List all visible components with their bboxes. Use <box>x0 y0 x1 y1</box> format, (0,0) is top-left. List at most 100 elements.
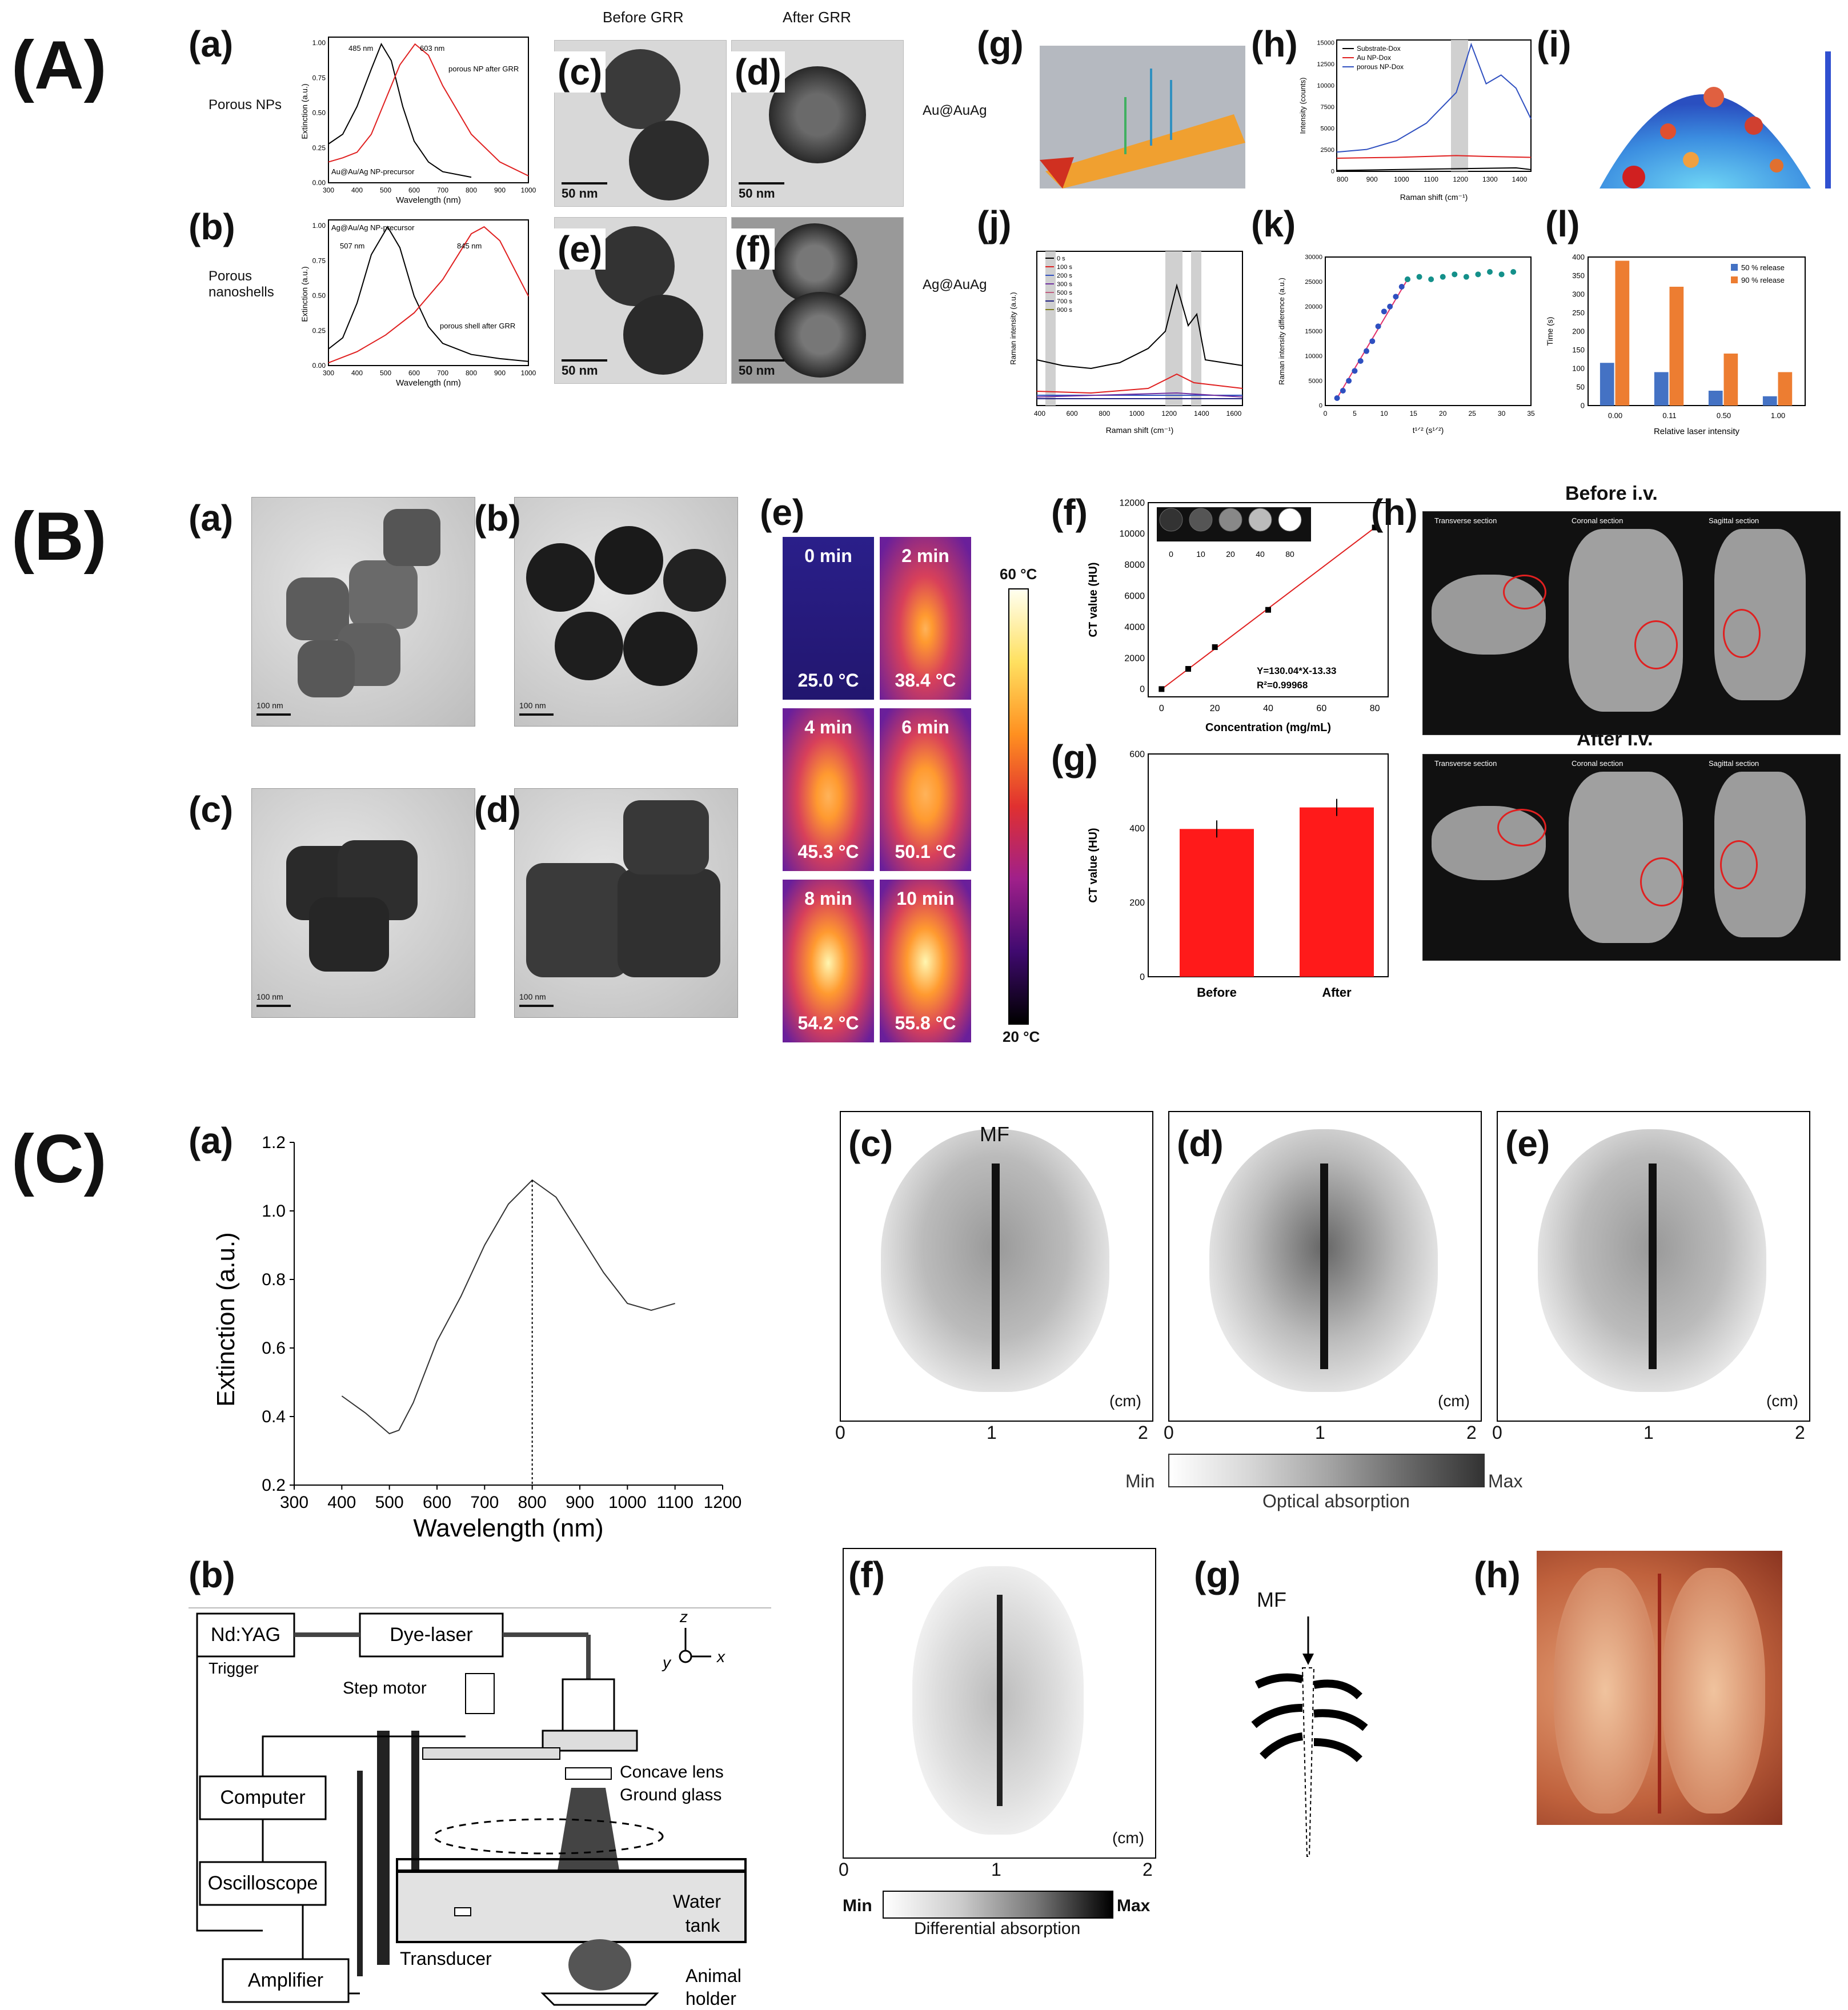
a-h-x-tick: 1000 <box>1394 175 1409 183</box>
brain-image-c-c: (cm) <box>840 1111 1153 1422</box>
ct-after-sagittal-label: Sagittal section <box>1709 759 1759 768</box>
legend-entry: 200 s <box>1057 272 1072 279</box>
panel-label-b-f: (f) <box>1051 492 1088 533</box>
legend-entry: Au NP-Dox <box>1357 54 1391 62</box>
legend-entry: 90 % release <box>1741 276 1785 284</box>
amplifier-label: Amplifier <box>248 1969 323 1991</box>
c-a-y-tick: 1.0 <box>262 1202 286 1221</box>
data-point <box>1212 644 1218 650</box>
chart-a-a: Au@Au/Ag NP-precursor 485 nm 603 nm poro… <box>300 37 536 205</box>
a-a-y-tick: 0.00 <box>312 179 326 187</box>
after-grr-header: After GRR <box>783 9 851 26</box>
data-point <box>1185 666 1191 672</box>
a-a-y-tick: 0.75 <box>312 74 326 82</box>
a-l-y-tick: 200 <box>1572 327 1585 335</box>
row-label-ag-auag: Ag@AuAg <box>923 277 987 292</box>
peak2-label-b: 845 nm <box>457 242 482 250</box>
a-h-x-tick: 1100 <box>1424 175 1438 183</box>
a-h-x-tick: 1300 <box>1482 175 1498 183</box>
panel-label-c-d: (d) <box>1177 1123 1224 1164</box>
axis-tick: 0 <box>835 1422 845 1443</box>
c-a-x-tick: 1200 <box>704 1493 742 1512</box>
panel-label-b-g: (g) <box>1051 737 1098 779</box>
holder-label: holder <box>686 1988 736 2009</box>
extinction-curve <box>341 1179 675 1435</box>
panel-label-c-f: (f) <box>848 1554 885 1595</box>
legend-entry: 900 s <box>1057 307 1072 314</box>
ct-phantom <box>1218 508 1242 532</box>
panel-label-c-h: (h) <box>1474 1554 1521 1595</box>
a-b-x-tick: 800 <box>466 369 477 377</box>
ylabel-b-g: CT value (HU) <box>1087 828 1100 902</box>
a-k-x-tick: 10 <box>1380 410 1388 418</box>
a-k-y-tick: 10000 <box>1305 353 1322 360</box>
c-a-x-tick: 300 <box>280 1493 308 1512</box>
thermal-frame-time: 4 min <box>804 717 852 737</box>
unit-c-f: (cm) <box>1112 1829 1144 1847</box>
panel-label-a-f: (f) <box>731 228 775 270</box>
thermal-frame-time: 0 min <box>804 545 852 566</box>
panel-label-c-c: (c) <box>848 1123 893 1164</box>
panel-label-c-g: (g) <box>1194 1554 1241 1595</box>
panel-label-b-h: (h) <box>1371 492 1418 533</box>
computer-label: Computer <box>220 1787 305 1808</box>
data-point <box>1381 308 1387 315</box>
curve-label-black-b: Ag@Au/Ag NP-precursor <box>331 223 415 232</box>
tem-image-b-c: 100 nm <box>251 788 475 1018</box>
panel-label-a-c: (c) <box>554 51 606 93</box>
panel-label-c-e: (e) <box>1505 1123 1550 1164</box>
ct-before-transverse-label: Transverse section <box>1434 516 1497 525</box>
a-k-x-tick: 15 <box>1410 410 1418 418</box>
panel-label-a-g: (g) <box>977 23 1024 65</box>
water-label: Water <box>673 1891 721 1912</box>
brain-photo-c-h <box>1537 1551 1782 1825</box>
a-j-x-tick: 800 <box>1099 410 1110 418</box>
scale-a-c: 50 nm <box>562 186 598 200</box>
a-b-y-tick: 0.75 <box>312 256 326 264</box>
series-line-1 <box>1336 155 1532 159</box>
axis-tick: 0 <box>1492 1422 1502 1443</box>
ndyag-label: Nd:YAG <box>211 1624 280 1646</box>
data-point <box>1340 388 1346 394</box>
peak2-label-a: 603 nm <box>420 44 444 53</box>
data-point <box>1346 378 1352 384</box>
curve-label-red-a: porous NP after GRR <box>448 65 519 73</box>
legend-entry: 700 s <box>1057 298 1072 305</box>
peak1-label-b: 507 nm <box>340 242 364 250</box>
data-point <box>1498 271 1505 278</box>
c-a-x-tick: 1100 <box>656 1493 693 1512</box>
brain-image-c-e: (cm) <box>1497 1111 1810 1422</box>
diff-colorbar-max-label: Max <box>1117 1896 1151 1915</box>
panel-label-c-a: (a) <box>189 1120 234 1161</box>
a-l-y-tick: 250 <box>1572 308 1585 317</box>
thermal-frame-time: 8 min <box>804 888 852 909</box>
data-point <box>1398 284 1405 290</box>
bar <box>1723 354 1738 406</box>
c-a-x-tick: 700 <box>470 1493 499 1512</box>
tank-label: tank <box>686 1915 720 1936</box>
tem-image-b-b: 100 nm <box>514 497 738 727</box>
phantom-label: 80 <box>1285 549 1294 559</box>
data-point <box>1334 395 1340 401</box>
ylabel-a-k: Raman intensity difference (a.u.) <box>1277 278 1286 385</box>
ylabel-a-l: Time (s) <box>1545 317 1554 346</box>
regression-equation: Y=130.04*X-13.33 <box>1257 665 1336 676</box>
c-a-x-tick: 1000 <box>608 1493 647 1512</box>
curve-label-black-a: Au@Au/Ag NP-precursor <box>331 167 415 176</box>
a-k-x-tick: 20 <box>1439 410 1447 418</box>
bar <box>1654 372 1669 406</box>
c-a-y-tick: 0.8 <box>262 1270 286 1289</box>
panel-label-a-k: (k) <box>1251 203 1296 244</box>
a-k-x-tick: 30 <box>1498 410 1506 418</box>
a-j-x-tick: 600 <box>1067 410 1078 418</box>
row-label-porous-nps: Porous NPs <box>209 97 282 113</box>
a-h-y-tick: 2500 <box>1321 147 1334 154</box>
category-label: 1.00 <box>1771 411 1785 420</box>
scale-a-d: 50 nm <box>739 186 775 200</box>
xlabel-b-f: Concentration (mg/mL) <box>1205 721 1331 734</box>
